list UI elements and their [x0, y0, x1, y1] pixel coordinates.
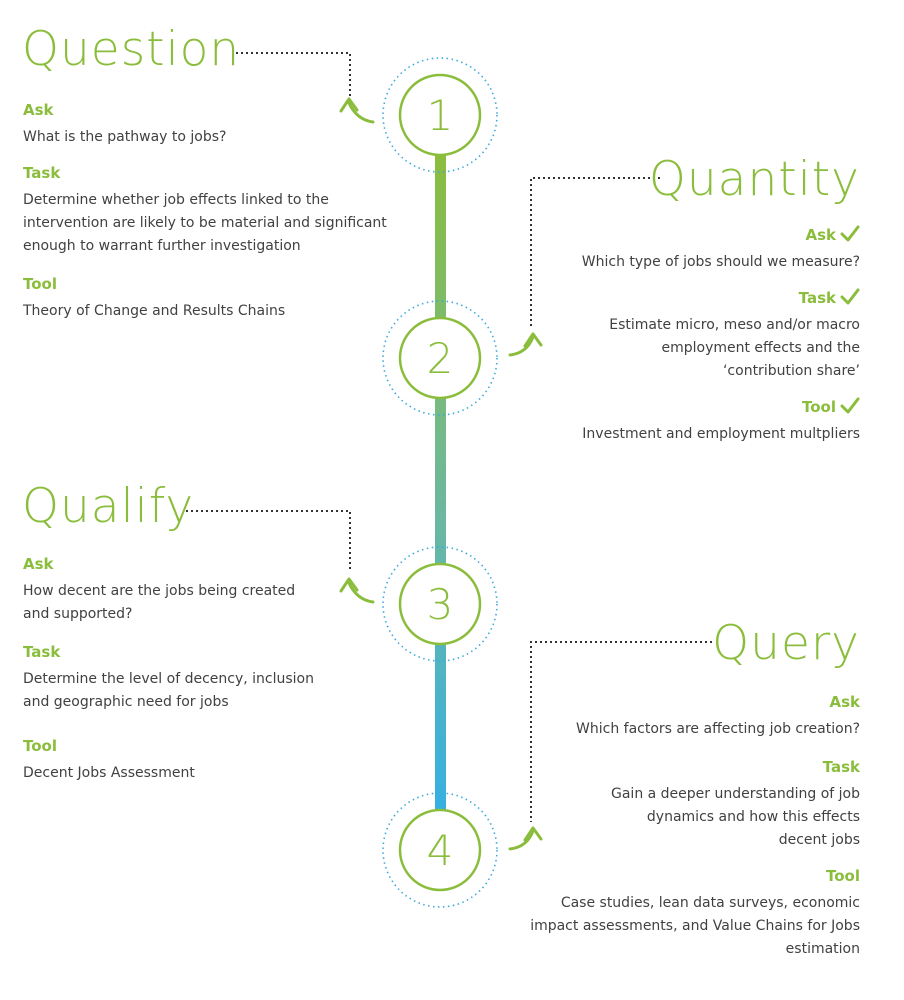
ask-label: Ask [480, 225, 860, 245]
checkmark-icon [840, 288, 860, 305]
tool-text: Theory of Change and Results Chains [23, 303, 286, 319]
ask-text: How decent are the jobs being created an… [23, 583, 296, 622]
heading-query: Query [712, 616, 860, 671]
task-text: Determine whether job effects linked to … [23, 192, 387, 254]
tool-label: Tool [826, 867, 860, 885]
heading-quantity: Quantity [648, 152, 860, 207]
step-1-details: Ask What is the pathway to jobs? Task De… [23, 100, 403, 323]
ask-label: Ask [23, 101, 54, 119]
step-node-4: 4 [382, 792, 498, 908]
curved-arrow-icon [339, 97, 375, 124]
tool-text: Investment and employment multpliers [582, 426, 860, 442]
curved-arrow-icon [339, 577, 375, 604]
timeline-spine [435, 150, 446, 815]
step-2-details: Ask Which type of jobs should we measure… [480, 225, 860, 446]
step-number-2: 2 [427, 334, 454, 383]
ask-text: Which factors are affecting job creation… [576, 721, 860, 737]
step-3-details: Ask How decent are the jobs being create… [23, 554, 403, 785]
heading-qualify: Qualify [22, 479, 195, 534]
checkmark-icon [840, 225, 860, 242]
tool-label: Tool [23, 275, 57, 293]
curved-arrow-icon [508, 826, 543, 851]
tool-text: Case studies, lean data surveys, economi… [530, 895, 860, 957]
step-node-2: 2 [382, 300, 498, 416]
ask-label: Ask [23, 555, 54, 573]
connector-query [530, 641, 712, 822]
task-text: Determine the level of decency, inclusio… [23, 671, 314, 710]
step-node-3: 3 [382, 546, 498, 662]
heading-question: Question [22, 22, 241, 77]
task-text: Gain a deeper understanding of job dynam… [611, 786, 860, 848]
curved-arrow-icon [508, 332, 543, 357]
task-label: Task [480, 288, 860, 308]
step-node-1: 1 [382, 57, 498, 173]
step-number-1: 1 [427, 91, 454, 140]
step-4-details: Ask Which factors are affecting job crea… [480, 692, 860, 961]
tool-label: Tool [480, 397, 860, 417]
tool-text: Decent Jobs Assessment [23, 765, 195, 781]
checkmark-icon [840, 397, 860, 414]
ask-text: What is the pathway to jobs? [23, 129, 227, 145]
ask-label: Ask [829, 693, 860, 711]
task-label: Task [23, 643, 61, 661]
step-number-4: 4 [427, 826, 454, 875]
tool-label: Tool [23, 737, 57, 755]
task-text: Estimate micro, meso and/or macro employ… [609, 317, 860, 379]
connector-question [236, 52, 351, 98]
task-label: Task [23, 164, 61, 182]
task-label: Task [822, 758, 860, 776]
ask-text: Which type of jobs should we measure? [581, 254, 860, 270]
step-number-3: 3 [427, 580, 454, 629]
